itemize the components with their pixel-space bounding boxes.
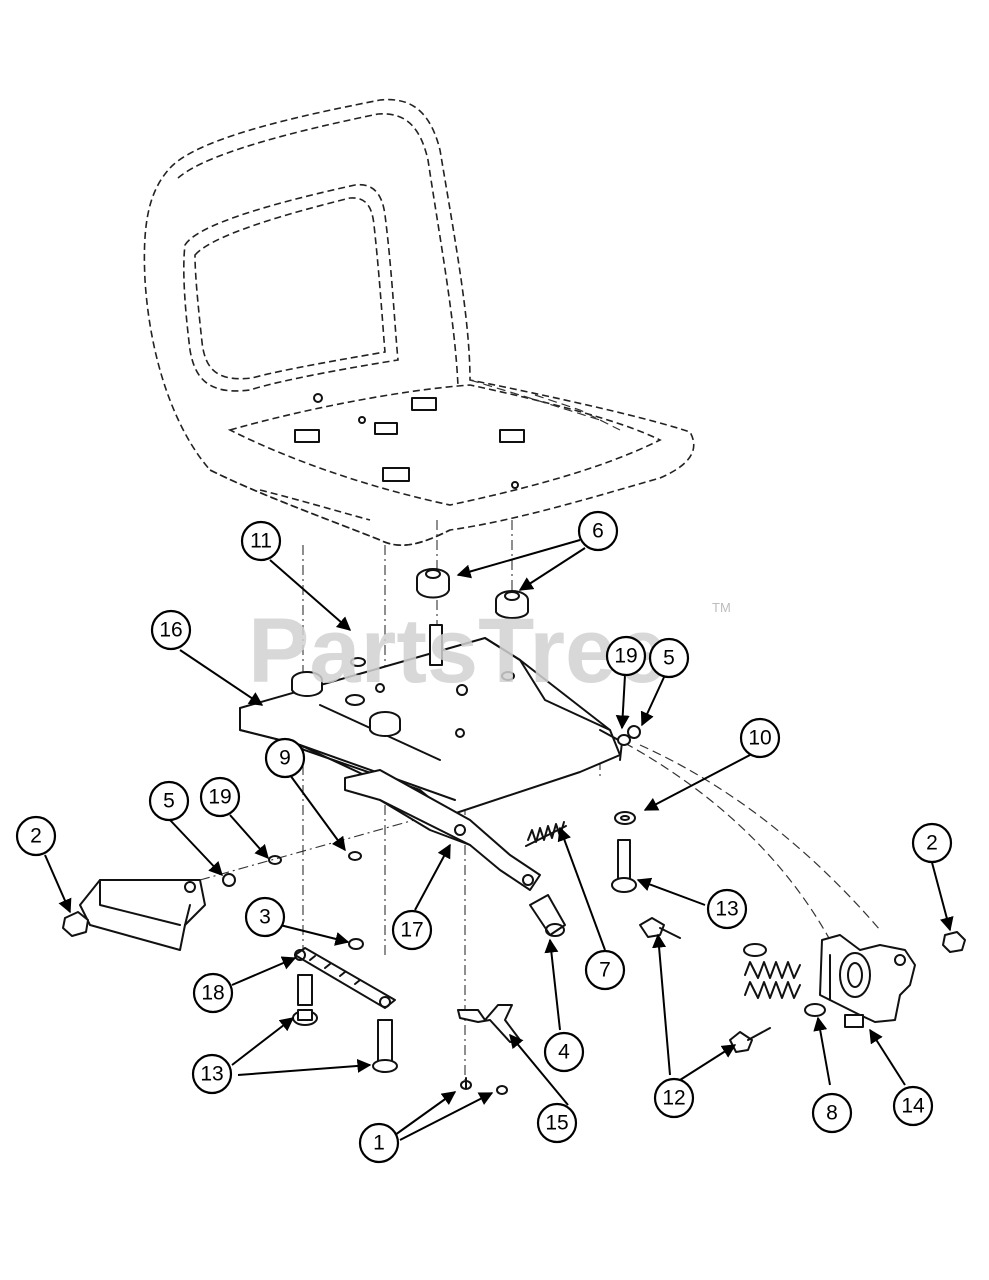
callout-label: 6 bbox=[592, 520, 604, 543]
callout-label: 12 bbox=[662, 1087, 685, 1110]
seat bbox=[143, 98, 695, 546]
left-bracket bbox=[62, 855, 282, 951]
alignment-centerlines bbox=[199, 520, 881, 1080]
spring bbox=[525, 821, 567, 847]
adjuster-bar bbox=[294, 947, 396, 1009]
leader-lines bbox=[44, 539, 954, 1141]
callout-label: 9 bbox=[279, 747, 291, 770]
callout-label: 19 bbox=[208, 786, 231, 809]
callout-label: 13 bbox=[715, 898, 738, 921]
handle-grip bbox=[529, 894, 566, 937]
callout-label: 7 bbox=[599, 959, 611, 982]
callout-5-left: 5 bbox=[148, 780, 190, 822]
callout-16: 16 bbox=[150, 609, 192, 651]
callout-label: 3 bbox=[259, 906, 271, 929]
right-bracket-assembly bbox=[639, 917, 966, 1053]
callout-1: 1 bbox=[358, 1122, 400, 1164]
callout-label: 5 bbox=[163, 790, 175, 813]
callout-18: 18 bbox=[192, 972, 234, 1014]
callout-2-left: 2 bbox=[15, 815, 57, 857]
callout-5-right: 5 bbox=[648, 637, 690, 679]
callout-9: 9 bbox=[264, 737, 306, 779]
callout-label: 2 bbox=[926, 832, 938, 855]
callout-label: 14 bbox=[901, 1095, 925, 1118]
callout-label: 17 bbox=[400, 919, 423, 942]
callout-label: 19 bbox=[614, 645, 637, 668]
callout-15: 15 bbox=[536, 1102, 578, 1144]
callout-10: 10 bbox=[739, 717, 781, 759]
callout-label: 15 bbox=[545, 1112, 568, 1135]
callout-label: 10 bbox=[748, 727, 771, 750]
callout-label: 2 bbox=[30, 825, 42, 848]
callout-7: 7 bbox=[584, 949, 626, 991]
callout-12: 12 bbox=[653, 1077, 695, 1119]
callout-label: 18 bbox=[201, 982, 224, 1005]
watermark-text: PartsTree bbox=[248, 600, 667, 702]
watermark-tm: TM bbox=[712, 600, 731, 615]
slide-rail bbox=[344, 769, 541, 891]
callout-14: 14 bbox=[892, 1085, 934, 1127]
callout-label: 16 bbox=[159, 619, 182, 642]
callout-13-left: 13 bbox=[191, 1053, 233, 1095]
callout-13-right: 13 bbox=[706, 888, 748, 930]
callout-3: 3 bbox=[244, 896, 286, 938]
callout-label: 13 bbox=[200, 1063, 223, 1086]
switch-bracket bbox=[457, 1004, 521, 1095]
callout-label: 11 bbox=[250, 530, 272, 553]
shoulder-bolts-left bbox=[292, 974, 398, 1073]
callout-6: 6 bbox=[577, 510, 619, 552]
shoulder-bolt-right bbox=[611, 839, 637, 893]
callout-label: 4 bbox=[558, 1041, 570, 1064]
callout-label: 8 bbox=[826, 1102, 838, 1125]
callout-11: 11 bbox=[240, 520, 282, 562]
callout-17: 17 bbox=[391, 909, 433, 951]
watermark: PartsTree TM bbox=[248, 600, 731, 702]
callout-label: 5 bbox=[663, 647, 675, 670]
callout-label: 1 bbox=[373, 1132, 385, 1155]
callouts: 11 6 16 19 5 10 9 5 19 2 2 13 3 17 7 18 … bbox=[15, 510, 953, 1164]
isolators bbox=[291, 568, 529, 737]
callout-19-right: 19 bbox=[605, 635, 647, 677]
small-hardware bbox=[348, 725, 641, 950]
callout-2-right: 2 bbox=[911, 822, 953, 864]
callout-8: 8 bbox=[811, 1092, 853, 1134]
callout-4: 4 bbox=[543, 1031, 585, 1073]
callout-19-left: 19 bbox=[199, 776, 241, 818]
